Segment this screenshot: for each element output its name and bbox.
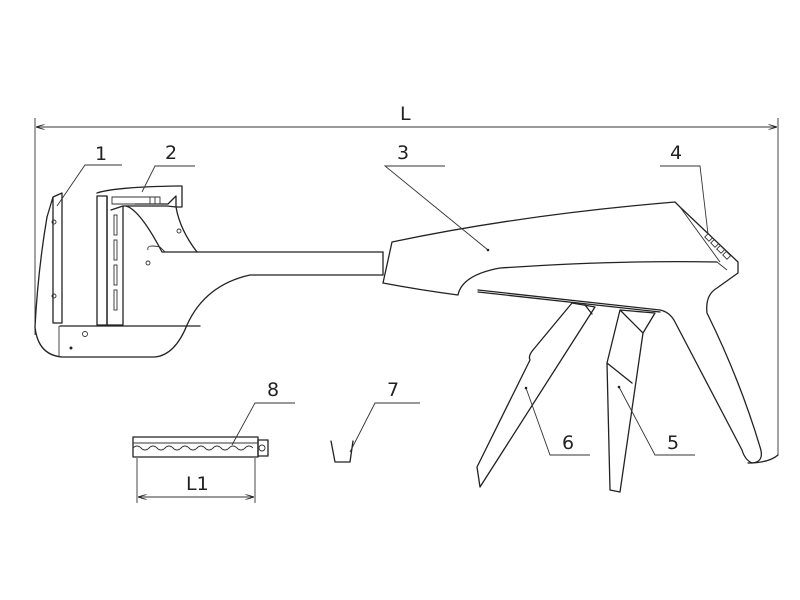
callout-5: 5 [617,385,695,456]
callout-1: 1 [56,143,122,207]
housing [382,201,779,464]
stapler-head [34,185,384,358]
dimension-l: L [34,103,779,455]
dimension-l1-label: L1 [186,473,209,495]
cartridge-slots [113,214,118,311]
part-number-8: 8 [267,379,279,401]
closing-lever [476,302,596,488]
part-number-2: 2 [165,142,177,164]
callout-6: 6 [524,386,590,456]
release-buttons [704,232,732,260]
part-number-1: 1 [95,143,107,165]
callout-2: 2 [141,142,195,193]
callout-7: 7 [349,379,420,453]
part-number-4: 4 [670,142,682,164]
callout-4: 4 [660,142,709,235]
part-number-6: 6 [562,432,574,454]
staple-strip [132,436,269,458]
dimension-l1: L1 [136,458,256,503]
part-number-3: 3 [397,142,409,164]
callout-3: 3 [383,142,490,252]
dimension-l-label: L [400,103,411,125]
callout-8: 8 [231,379,295,446]
staple [330,440,354,463]
part-number-5: 5 [667,432,679,454]
firing-trigger [606,309,656,493]
part-number-7: 7 [387,379,399,401]
